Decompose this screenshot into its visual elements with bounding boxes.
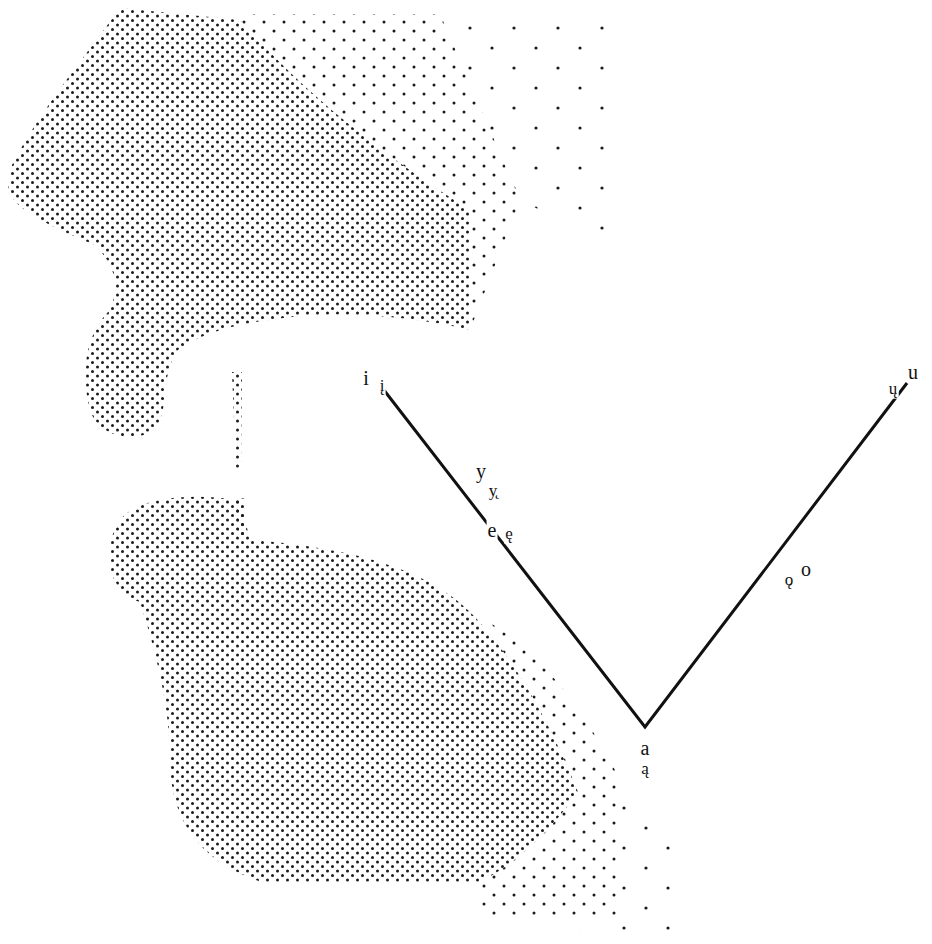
upper-stipple-fade	[440, 14, 620, 250]
lower-stipple	[109, 497, 578, 882]
vowel-symbol: e	[487, 519, 498, 541]
vowel-symbol: ę	[504, 525, 514, 544]
vowel-symbol: u	[907, 361, 919, 383]
vowel-symbol: y	[475, 460, 487, 482]
vowel-symbol: a	[640, 737, 651, 759]
vowel-symbol: i	[362, 367, 370, 389]
vowel-symbol: į	[379, 377, 386, 396]
vowel-symbol: y̨	[488, 482, 499, 501]
vowel-symbol: ǫ	[784, 571, 795, 590]
lower-stipple-fade	[560, 780, 680, 935]
vowel-symbol: ų	[888, 380, 899, 399]
vowel-symbol: ą	[640, 760, 650, 779]
lower-stipple-fade	[470, 612, 620, 920]
upper-tooth	[232, 372, 242, 470]
vowel-chart-line	[380, 383, 907, 727]
vowel-symbol: o	[800, 558, 812, 580]
